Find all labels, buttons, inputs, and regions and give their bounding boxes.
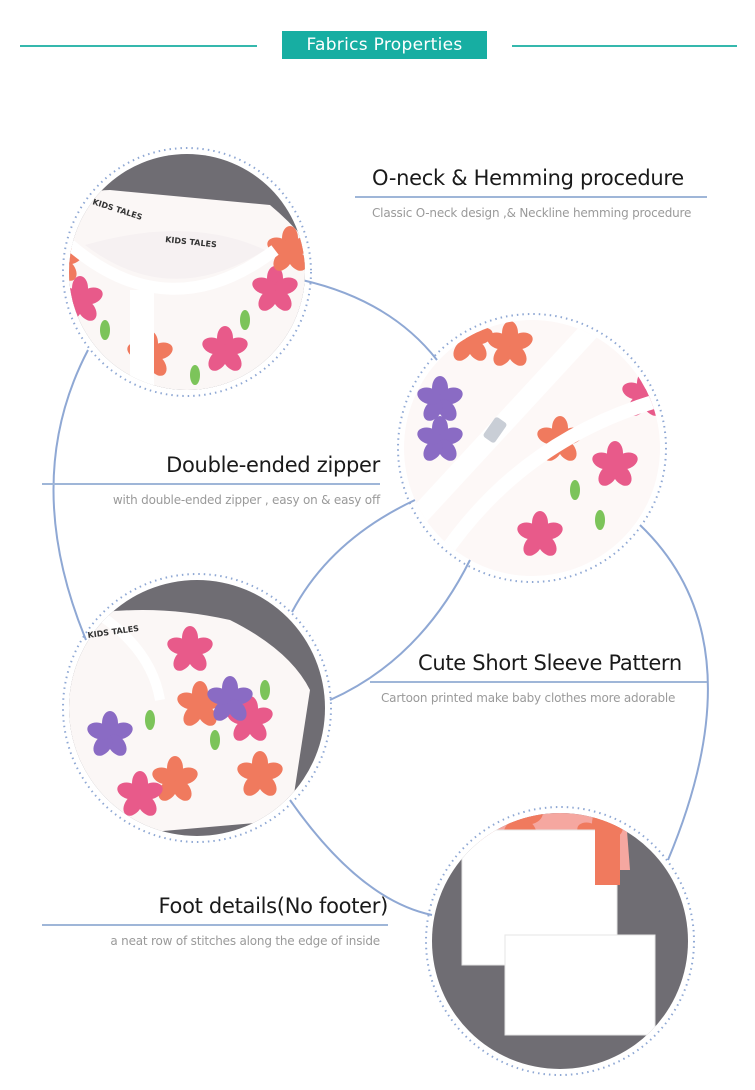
feature-description: a neat row of stitches along the edge of… <box>110 934 380 948</box>
feature-description: with double-ended zipper , easy on & eas… <box>112 493 380 507</box>
oneck-photo: KIDS TALES KIDS TALES <box>62 147 312 397</box>
feature-description: Cartoon printed make baby clothes more a… <box>381 691 676 705</box>
feature-rule <box>42 483 380 485</box>
sleeve-photo: KIDS TALES <box>62 573 332 843</box>
section-title: Fabrics Properties <box>282 31 487 59</box>
feature-title: O-neck & Hemming procedure <box>372 166 684 190</box>
feature-oneck: O-neck & Hemming procedure Classic O-nec… <box>355 166 707 220</box>
feature-foot: Foot details(No footer) a neat row of st… <box>42 894 388 948</box>
feature-zipper: Double-ended zipper with double-ended zi… <box>42 453 380 507</box>
feature-title: Cute Short Sleeve Pattern <box>418 651 682 675</box>
feature-description: Classic O-neck design ,& Neckline hemmin… <box>372 206 692 220</box>
zipper-photo <box>397 313 667 583</box>
feature-sleeve: Cute Short Sleeve Pattern Cartoon printe… <box>370 651 707 705</box>
feature-title: Double-ended zipper <box>166 453 380 477</box>
feature-rule <box>370 681 707 683</box>
connector-lines <box>52 279 709 916</box>
feature-rule <box>355 196 707 198</box>
foot-photo <box>425 806 695 1076</box>
header-rule-right <box>512 45 737 47</box>
feature-title: Foot details(No footer) <box>158 894 389 918</box>
feature-rule <box>42 924 388 926</box>
header-rule-left <box>20 45 257 47</box>
